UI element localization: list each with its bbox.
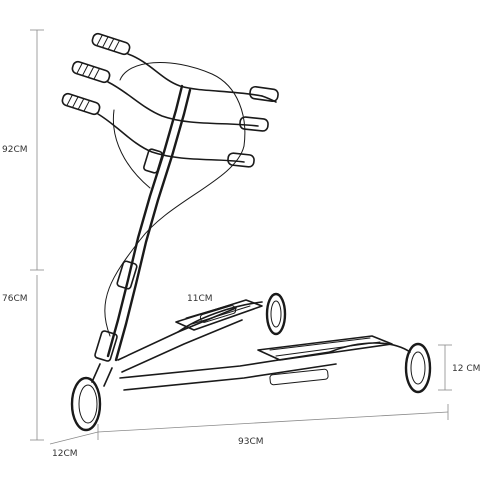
rear-left-wheel bbox=[265, 292, 287, 336]
steering-column bbox=[94, 84, 192, 362]
rear-left-arm bbox=[117, 301, 263, 373]
rear-right-deck bbox=[257, 335, 411, 386]
label-wheel-height: 12 CM bbox=[452, 364, 480, 374]
label-min-height: 76CM bbox=[2, 294, 28, 304]
dimension-height-min bbox=[30, 275, 44, 441]
handlebar-middle bbox=[71, 60, 269, 132]
rear-left-deck bbox=[175, 299, 263, 331]
handlebar-top bbox=[91, 32, 279, 103]
label-front-width: 12CM bbox=[52, 449, 78, 459]
label-max-height: 92CM bbox=[2, 145, 28, 155]
dimension-front-width bbox=[49, 431, 99, 445]
dimension-length bbox=[97, 404, 449, 440]
rear-right-wheel bbox=[404, 342, 432, 394]
dimension-height-max bbox=[30, 29, 44, 271]
label-rear-width: 11CM bbox=[187, 294, 213, 304]
handlebar-bottom bbox=[61, 92, 255, 168]
dimension-wheel-height bbox=[438, 344, 452, 391]
brake-cable bbox=[104, 62, 246, 337]
front-wheel bbox=[70, 363, 113, 432]
label-length: 93CM bbox=[238, 437, 264, 447]
